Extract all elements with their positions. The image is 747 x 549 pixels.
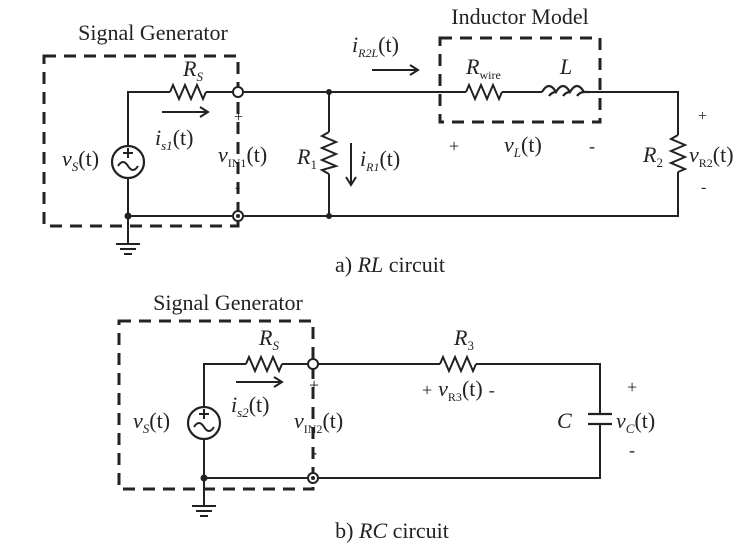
source-label-a: vS(t) [62,146,99,174]
vin1-minus: - [235,179,240,196]
vc-plus: + [627,377,637,397]
wire-source-to-rs [127,91,170,146]
rs-label-a: RS [182,56,203,84]
caption-rl: a) RL circuit [335,252,445,277]
vr3-label: +vR3(t)- [422,376,495,404]
ir1-label: iR1(t) [360,146,400,174]
resistor-r2-icon [668,134,688,173]
wire-r3-to-c [476,363,601,414]
caption-rc: b) RC circuit [335,518,449,543]
is2-label: is2(t) [231,392,269,420]
vr2-label: vR2(t) [689,142,734,170]
inductor-l-icon [541,84,590,97]
ground-icon-a [116,243,140,255]
signal-generator-box-a [42,54,240,228]
vl-minus: - [589,136,595,156]
vin1-label: vIN1(t) [218,142,267,170]
capacitor-c-icon [588,412,612,426]
terminal-center-dot [236,214,240,218]
r2-label: R2 [642,142,663,170]
junction-dot [326,213,332,219]
vl-label: vL(t) [504,132,542,160]
vr2-plus: + [698,108,707,125]
is1-label: is1(t) [155,125,193,153]
wire-c-bottom [318,424,601,479]
resistor-rwire-icon [465,82,503,102]
output-terminal-top-b [307,358,319,370]
wire-bottom-left-b [203,440,308,479]
signal-generator-title-a: Signal Generator [78,20,228,45]
arrow-right-icon [162,106,210,118]
resistor-rs-icon-b [245,354,283,374]
junction-dot [200,474,208,482]
vin2-plus: + [309,375,319,395]
l-label: L [559,54,572,79]
source-label-b: vS(t) [133,408,170,436]
c-label: C [557,408,572,433]
ac-source-icon-b [186,405,222,441]
vin2-minus: - [311,442,317,462]
wire-bottom-right [244,172,679,217]
ground-icon-b [192,505,216,517]
wire-bottom-left [127,178,232,217]
terminal-center-dot [311,476,315,480]
wire-source-to-rs-b [203,363,246,406]
vc-label: vC(t) [616,408,655,436]
resistor-r3-icon [439,354,477,374]
vl-plus: + [449,136,459,156]
vin2-label: vIN2(t) [294,408,343,436]
arrow-right-icon [372,64,420,76]
wire-l-to-r2 [590,91,679,135]
ac-source-icon-a [110,144,146,180]
vr2-minus: - [701,179,706,196]
rl-circuit: Signal Generator Inductor Model [42,4,734,277]
vin1-plus: + [234,109,243,126]
output-terminal-top-a [232,86,244,98]
rwire-label: Rwire [465,54,501,82]
arrow-right-icon [236,376,284,388]
arrow-down-icon [345,143,357,187]
rc-circuit: Signal Generator [117,290,655,543]
signal-generator-title-b: Signal Generator [153,290,303,315]
ir2l-label: iR2L(t) [352,32,399,60]
r3-label: R3 [453,325,474,353]
resistor-rs-icon-a [169,82,207,102]
junction-dot [124,212,132,220]
r1-label: R1 [296,144,317,172]
signal-generator-box-b [117,319,315,491]
inductor-model-title: Inductor Model [451,4,588,29]
junction-dot [326,89,332,95]
inductor-model-box [438,36,602,124]
resistor-r1-icon [319,131,339,175]
vc-minus: - [629,440,635,460]
rs-label-b: RS [258,325,279,353]
